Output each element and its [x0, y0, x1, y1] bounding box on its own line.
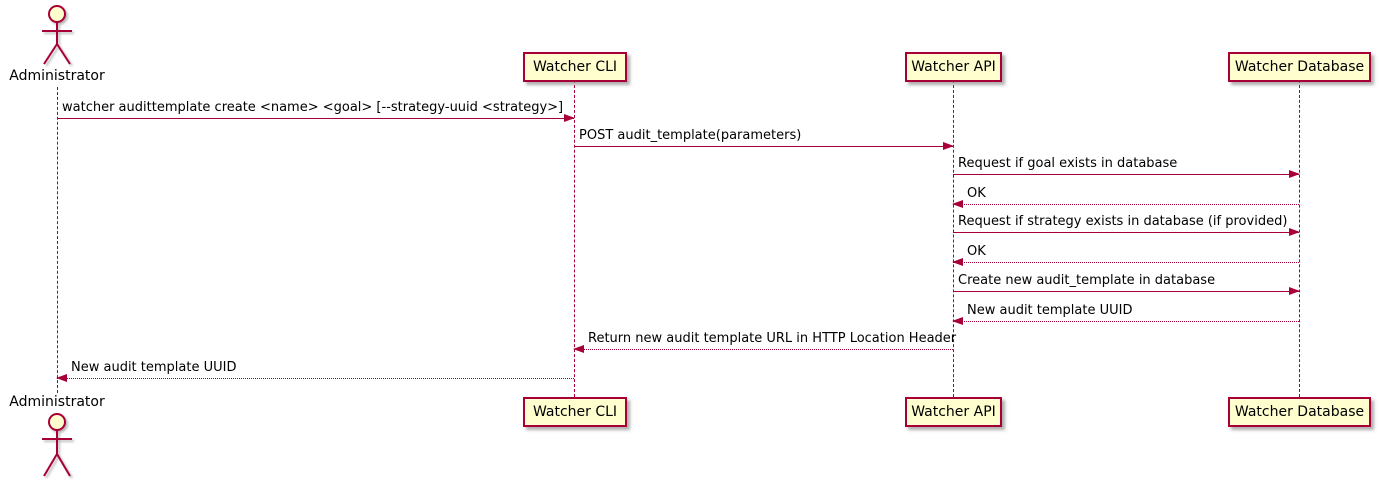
message-label: OK	[967, 186, 986, 201]
message-10: New audit template UUID	[56, 359, 574, 382]
message-line	[953, 291, 1299, 292]
message-line	[953, 232, 1299, 233]
message-line	[953, 321, 1299, 322]
arrowhead-icon	[952, 258, 963, 266]
arrowhead-icon	[573, 345, 584, 353]
message-label: watcher audittemplate create <name> <goa…	[62, 100, 564, 115]
message-line	[57, 378, 574, 379]
message-label: New audit template UUID	[71, 360, 237, 375]
actor-administrator-top-label: Administrator	[9, 68, 105, 84]
actor-icon	[42, 413, 72, 477]
message-label: OK	[967, 244, 986, 259]
message-line	[574, 146, 953, 147]
message-6: OK	[952, 243, 1299, 266]
message-line	[953, 204, 1299, 205]
participant-label: Watcher Database	[1234, 59, 1365, 75]
message-line	[57, 118, 574, 119]
arrowhead-icon	[1289, 287, 1300, 295]
participant-box-watcher-database-top: Watcher Database	[1228, 52, 1371, 82]
participant-label: Watcher API	[911, 59, 996, 75]
participant-label: Watcher Database	[1234, 404, 1365, 420]
message-3: Request if goal exists in database	[953, 155, 1300, 178]
arrowhead-icon	[1289, 228, 1300, 236]
message-1: watcher audittemplate create <name> <goa…	[57, 99, 575, 122]
participant-box-watcher-api-top: Watcher API	[905, 52, 1002, 82]
lifeline-watcher-cli	[574, 80, 575, 397]
message-7: Create new audit_template in database	[953, 272, 1300, 295]
arrowhead-icon	[56, 374, 67, 382]
participant-box-watcher-database-bottom: Watcher Database	[1228, 397, 1371, 427]
lifeline-watcher-api	[953, 80, 954, 397]
arrowhead-icon	[943, 142, 954, 150]
participant-label: Watcher CLI	[532, 404, 618, 420]
arrowhead-icon	[1289, 170, 1300, 178]
participant-label: Watcher CLI	[532, 59, 618, 75]
actor-administrator-bottom	[35, 412, 79, 483]
message-2: POST audit_template(parameters)	[574, 127, 954, 150]
message-8: New audit template UUID	[952, 302, 1299, 325]
message-label: Return new audit template URL in HTTP Lo…	[588, 331, 957, 346]
arrowhead-icon	[952, 317, 963, 325]
message-line	[574, 349, 953, 350]
arrowhead-icon	[952, 200, 963, 208]
message-label: Request if goal exists in database	[958, 156, 1178, 171]
lifeline-administrator	[57, 87, 58, 393]
participant-box-watcher-cli-top: Watcher CLI	[523, 52, 627, 82]
actor-icon	[42, 5, 72, 65]
message-9: Return new audit template URL in HTTP Lo…	[573, 330, 957, 353]
message-4: OK	[952, 185, 1299, 208]
arrowhead-icon	[564, 114, 575, 122]
participant-label: Watcher API	[911, 404, 996, 420]
message-5: Request if strategy exists in database (…	[953, 213, 1300, 236]
lifeline-watcher-database	[1299, 80, 1300, 397]
actor-administrator-bottom-label: Administrator	[9, 394, 105, 410]
participant-box-watcher-cli-bottom: Watcher CLI	[523, 397, 627, 427]
actor-administrator-top	[35, 4, 79, 72]
message-line	[953, 262, 1299, 263]
message-label: New audit template UUID	[967, 303, 1133, 318]
participant-box-watcher-api-bottom: Watcher API	[905, 397, 1002, 427]
message-label: Request if strategy exists in database (…	[958, 214, 1288, 229]
message-label: Create new audit_template in database	[958, 273, 1216, 288]
message-line	[953, 174, 1299, 175]
message-label: POST audit_template(parameters)	[579, 128, 802, 143]
